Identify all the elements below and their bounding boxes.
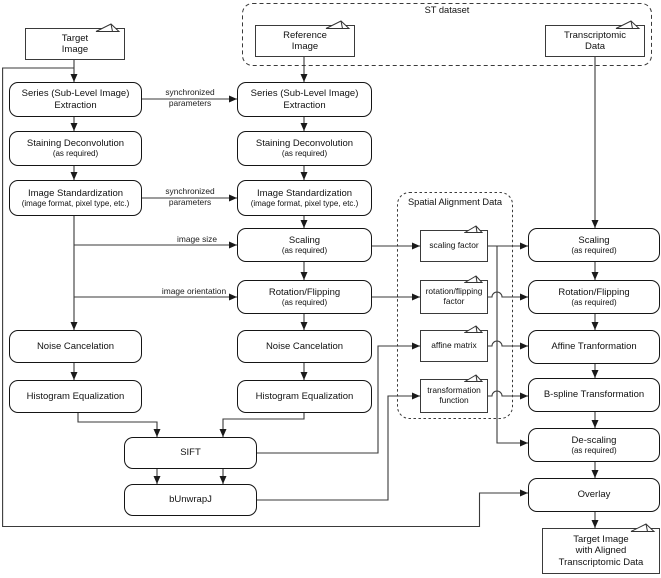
- folded-corner-icon: [325, 20, 351, 29]
- edge-bunwrapj-to-transformation-function: [257, 392, 420, 501]
- doc-transformation-function: transformation function: [420, 374, 488, 413]
- node-label: Noise Cancelation: [265, 340, 344, 352]
- node-reference-image-standardization: Image Standardization(image format, pixe…: [237, 180, 372, 216]
- doc-label: scaling factor: [429, 240, 479, 251]
- edge-scaling-factor-to-descaling: [496, 246, 528, 447]
- node-reference-histogram-equalization: Histogram Equalization: [237, 380, 372, 413]
- edge-affine-matrix-to-affine: [488, 340, 528, 350]
- spatial-alignment-label: Spatial Alignment Data: [407, 197, 503, 207]
- doc-scaling-factor: scaling factor: [420, 225, 488, 262]
- node-label: Overlay: [577, 489, 611, 501]
- doc-label: transformation function: [427, 385, 481, 405]
- edge-rotation-factor-to-rotation: [488, 291, 528, 301]
- node-reference-scaling: Scaling(as required): [237, 228, 372, 262]
- node-bspline-transformation: B-spline Transformation: [528, 378, 660, 412]
- node-label: Staining Deconvolution: [26, 138, 125, 150]
- doc-reference-image: Reference Image: [255, 20, 355, 57]
- doc-label: Target Image with Aligned Transcriptomic…: [558, 533, 644, 568]
- node-label: Image Standardization: [256, 187, 353, 199]
- node-sublabel: (image format, pixel type, etc.): [250, 198, 359, 208]
- node-label: bUnwrapJ: [169, 494, 212, 506]
- doc-label: Transcriptomic Data: [564, 29, 626, 52]
- doc-label: Reference Image: [283, 29, 327, 52]
- node-reference-series-extraction: Series (Sub-Level Image) Extraction: [237, 82, 372, 117]
- spatial-alignment-container: [397, 192, 513, 419]
- st-dataset-label: ST dataset: [424, 5, 470, 15]
- edge-histogram-left-to-sift: [77, 413, 161, 437]
- node-data-rotation-flipping: Rotation/Flipping(as required): [528, 280, 660, 314]
- edge-label-image-size: image size: [176, 234, 218, 244]
- node-label: Histogram Equalization: [26, 390, 125, 402]
- folded-corner-icon: [464, 325, 484, 333]
- doc-rotation-flipping-factor: rotation/flipping factor: [420, 275, 488, 314]
- node-sublabel: (as required): [281, 297, 328, 307]
- node-overlay: Overlay: [528, 478, 660, 512]
- node-label: Series (Sub-Level Image) Extraction: [250, 88, 359, 111]
- folded-corner-icon: [95, 23, 121, 32]
- edge-target-image-to-overlay: [2, 67, 528, 528]
- node-sublabel: (image format, pixel type, etc.): [21, 198, 130, 208]
- node-sublabel: (as required): [52, 149, 99, 159]
- node-reference-noise-cancelation: Noise Cancelation: [237, 330, 372, 363]
- node-sublabel: (as required): [281, 149, 328, 159]
- folded-corner-icon: [464, 225, 484, 233]
- node-target-series-extraction: Series (Sub-Level Image) Extraction: [9, 82, 142, 117]
- folded-corner-icon: [464, 374, 484, 382]
- node-sublabel: (as required): [571, 245, 617, 255]
- node-sublabel: (as required): [281, 245, 328, 255]
- edge-transformation-function-to-bspline: [488, 390, 528, 400]
- edge-histogram-mid-to-sift: [219, 413, 305, 437]
- edge-label-synchronized-parameters-2: synchronized parameters: [165, 186, 215, 207]
- node-label: Staining Deconvolution: [255, 138, 354, 150]
- folded-corner-icon: [615, 20, 641, 29]
- node-label: B-spline Transformation: [543, 389, 645, 401]
- folded-corner-icon: [630, 523, 656, 532]
- doc-label: rotation/flipping factor: [425, 286, 483, 306]
- node-label: Noise Cancelation: [36, 340, 115, 352]
- edge-label-image-orientation: image orientation: [161, 286, 227, 296]
- node-sublabel: (as required): [571, 445, 617, 455]
- node-target-noise-cancelation: Noise Cancelation: [9, 330, 142, 363]
- node-label: Scaling: [578, 234, 610, 246]
- node-label: Image Standardization: [27, 187, 124, 199]
- node-data-scaling: Scaling(as required): [528, 228, 660, 262]
- doc-affine-matrix: affine matrix: [420, 325, 488, 362]
- node-label: Affine Tranformation: [551, 341, 637, 353]
- node-label: Scaling: [288, 234, 321, 246]
- node-bunwrapj: bUnwrapJ: [124, 484, 257, 516]
- node-label: SIFT: [180, 447, 201, 459]
- node-sublabel: (as required): [571, 297, 617, 307]
- node-target-staining-deconvolution: Staining Deconvolution(as required): [9, 131, 142, 166]
- folded-corner-icon: [464, 275, 484, 283]
- node-label: De-scaling: [571, 434, 617, 446]
- edge-label-synchronized-parameters-1: synchronized parameters: [165, 87, 215, 108]
- node-target-image-standardization: Image Standardization(image format, pixe…: [9, 180, 142, 216]
- edge-sift-to-affine-matrix: [257, 342, 420, 454]
- doc-label: Target Image: [61, 32, 89, 55]
- node-label: Rotation/Flipping: [268, 286, 341, 298]
- node-descaling: De-scaling(as required): [528, 428, 660, 462]
- doc-label: affine matrix: [431, 340, 477, 351]
- node-affine-transformation: Affine Tranformation: [528, 330, 660, 364]
- node-reference-rotation-flipping: Rotation/Flipping(as required): [237, 280, 372, 314]
- node-label: Histogram Equalization: [255, 390, 354, 402]
- node-sift: SIFT: [124, 437, 257, 469]
- doc-target-image: Target Image: [25, 23, 125, 60]
- node-label: Series (Sub-Level Image) Extraction: [21, 88, 130, 111]
- doc-transcriptomic-data: Transcriptomic Data: [545, 20, 645, 57]
- node-target-histogram-equalization: Histogram Equalization: [9, 380, 142, 413]
- node-reference-staining-deconvolution: Staining Deconvolution(as required): [237, 131, 372, 166]
- node-label: Rotation/Flipping: [558, 286, 630, 298]
- doc-output-target-image: Target Image with Aligned Transcriptomic…: [542, 523, 660, 574]
